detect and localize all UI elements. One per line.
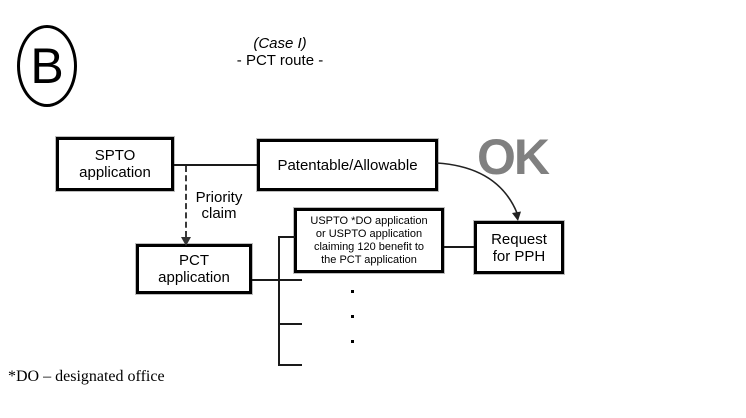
patentable-allowable-node: Patentable/Allowable xyxy=(257,139,438,191)
do-designated-office-footnote: *DO – designated office xyxy=(8,368,165,385)
uspto-to-request-connector-line xyxy=(444,246,474,248)
priority-claim-label-line2: claim xyxy=(201,205,237,222)
request-node-label-line2: for PPH xyxy=(492,247,546,265)
spto-node-label-line1: SPTO xyxy=(94,147,136,164)
uspto-do-application-node: USPTO *DO application or USPTO applicati… xyxy=(294,208,444,273)
case-b-letter: B xyxy=(30,38,64,94)
more-items-ellipsis-dot xyxy=(351,290,354,293)
spto-application-node: SPTO application xyxy=(56,137,174,191)
do-applications-bracket-tick-1 xyxy=(280,236,295,238)
uspto-node-label-line1: USPTO *DO application xyxy=(310,214,428,227)
priority-claim-label-line1: Priority xyxy=(195,189,243,206)
pct-node-label-line1: PCT xyxy=(179,252,209,269)
title-route-line: - PCT route - xyxy=(236,52,324,69)
case-b-badge-circle: B xyxy=(17,25,77,107)
uspto-node-label-line2: or USPTO application xyxy=(315,227,423,240)
more-items-ellipsis-dot xyxy=(351,340,354,343)
uspto-node-label-line3: claiming 120 benefit to xyxy=(313,240,425,253)
request-for-pph-node: Request for PPH xyxy=(474,221,564,274)
do-applications-bracket-vertical-line xyxy=(278,236,280,366)
pct-to-bracket-connector-line xyxy=(252,279,302,281)
do-applications-bracket-tick-3 xyxy=(280,323,302,325)
spto-to-patentable-connector-line xyxy=(174,164,257,166)
uspto-node-label-line4: the PCT application xyxy=(321,253,417,266)
pct-node-label-line2: application xyxy=(158,269,230,286)
title-case-line: (Case I) xyxy=(253,35,307,52)
do-applications-bracket-tick-4 xyxy=(280,364,302,366)
diagram-title: (Case I) - PCT route - xyxy=(180,35,380,69)
pct-application-node: PCT application xyxy=(136,244,252,294)
more-items-ellipsis-dot xyxy=(351,315,354,318)
priority-claim-dashed-line xyxy=(185,166,187,237)
priority-claim-label: Priority claim xyxy=(188,190,250,222)
request-node-label-line1: Request xyxy=(491,230,547,248)
spto-node-label-line2: application xyxy=(79,164,151,181)
priority-claim-arrowhead-icon xyxy=(181,237,191,246)
ok-status-text: OK xyxy=(477,129,550,185)
patentable-node-label: Patentable/Allowable xyxy=(277,156,418,174)
